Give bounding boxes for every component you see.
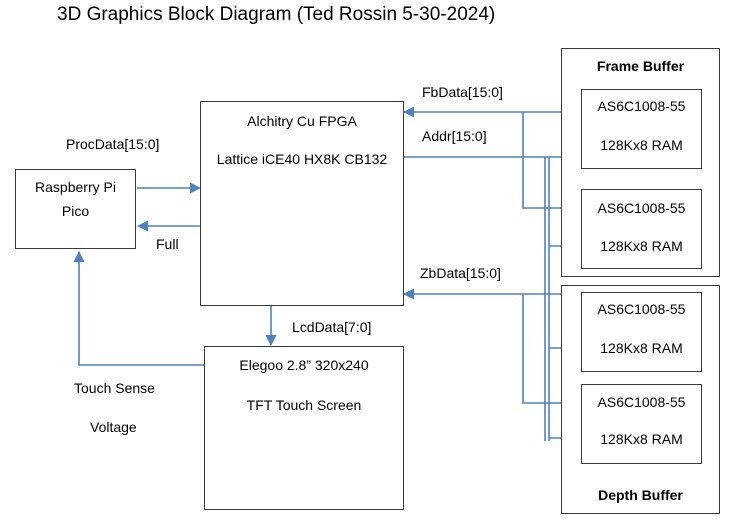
zb-data-label: ZbData[15:0] (420, 265, 501, 281)
diagram-title: 3D Graphics Block Diagram (Ted Rossin 5-… (57, 4, 496, 25)
ram-part-label: AS6C1008-55 (597, 394, 686, 410)
addr-label: Addr[15:0] (422, 128, 487, 144)
lcd-label-line1: Elegoo 2.8” 320x240 (239, 357, 369, 373)
ram-part-label: AS6C1008-55 (597, 301, 686, 317)
pico-label-line1: Raspberry Pi (35, 179, 116, 195)
ram-chip: AS6C1008-55 128Kx8 RAM (581, 89, 702, 169)
ram-part-label: AS6C1008-55 (597, 200, 686, 216)
pico-block: Raspberry Pi Pico (15, 169, 136, 249)
pico-label-line2: Pico (61, 203, 90, 219)
ram-chip: AS6C1008-55 128Kx8 RAM (581, 292, 702, 372)
frame-buffer-label: Frame Buffer (596, 58, 685, 74)
voltage-label: Voltage (90, 419, 137, 435)
fpga-block: Alchitry Cu FPGA Lattice iCE40 HX8K CB13… (200, 101, 404, 306)
lcd-label-line2: TFT Touch Screen (246, 397, 362, 413)
ram-chip: AS6C1008-55 128Kx8 RAM (581, 189, 702, 269)
proc-data-label: ProcData[15:0] (66, 136, 160, 152)
ram-part-label: AS6C1008-55 (597, 98, 686, 114)
ram-size-label: 128Kx8 RAM (600, 431, 683, 447)
fb-data-label: FbData[15:0] (422, 84, 503, 100)
ram-chip: AS6C1008-55 128Kx8 RAM (581, 384, 702, 464)
lcd-block: Elegoo 2.8” 320x240 TFT Touch Screen (204, 346, 404, 510)
lcd-data-label: LcdData[7:0] (292, 319, 372, 335)
full-label: Full (156, 236, 179, 252)
touch-sense-label: Touch Sense (74, 380, 155, 396)
touch-sense-wire (73, 250, 204, 366)
ram-size-label: 128Kx8 RAM (600, 137, 683, 153)
fpga-label-line1: Alchitry Cu FPGA (247, 113, 357, 129)
fpga-label-line2: Lattice iCE40 HX8K CB132 (216, 151, 388, 167)
ram-size-label: 128Kx8 RAM (600, 238, 683, 254)
ram-size-label: 128Kx8 RAM (600, 340, 683, 356)
depth-buffer-label: Depth Buffer (598, 487, 683, 503)
